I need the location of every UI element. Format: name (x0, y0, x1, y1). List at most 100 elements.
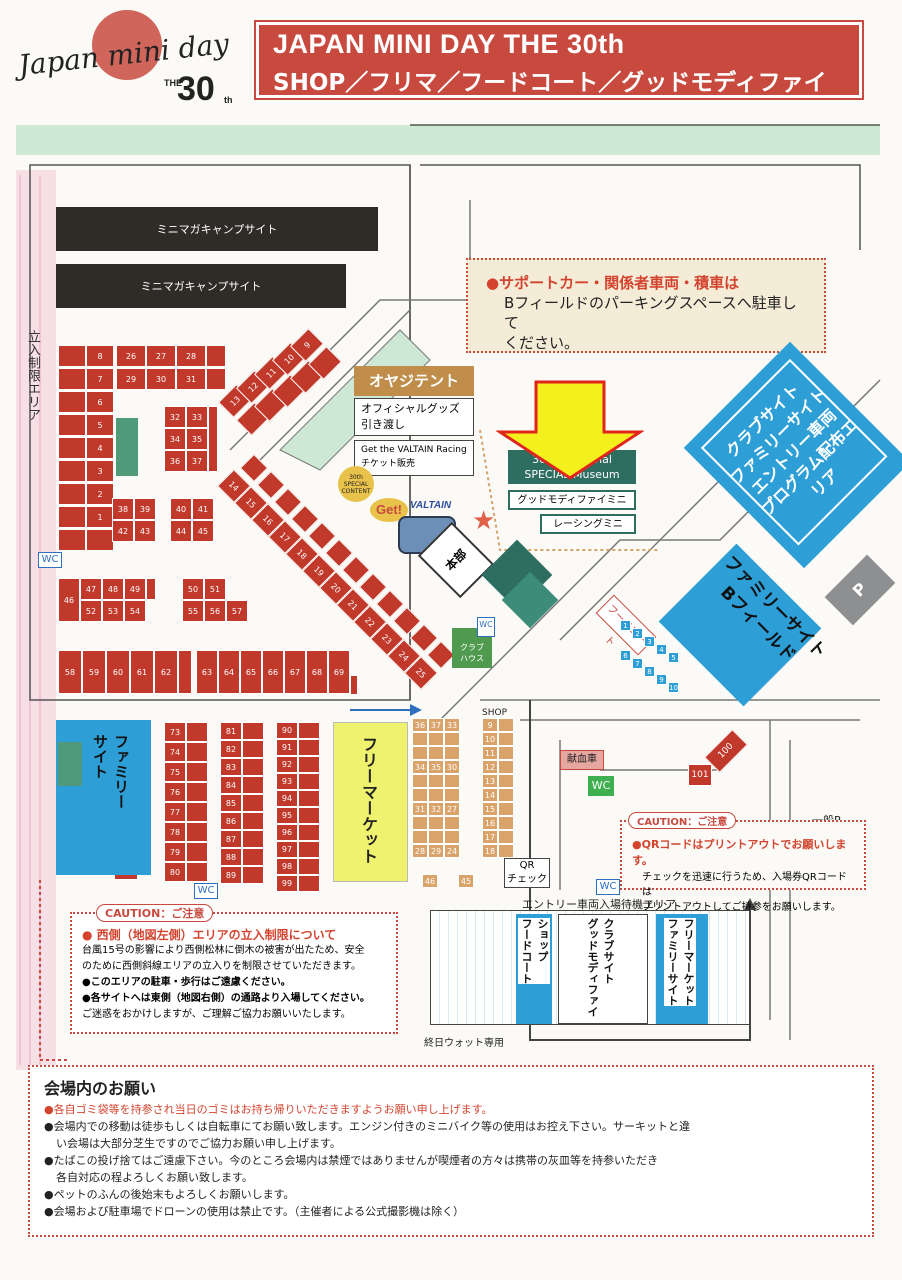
flea-market-label: フリーマーケット (359, 736, 378, 864)
flea-lot (428, 746, 444, 760)
blue-lot: 4 (656, 644, 667, 655)
entry-wait-label: エントリー車両入場待機エリア (522, 898, 676, 911)
arrow-down-icon (496, 380, 644, 480)
request-4: ●ペットのふんの後始末もよろしくお願いします。 (44, 1188, 295, 1201)
flea-lot (498, 788, 514, 802)
wc-left: WC (38, 552, 62, 568)
logo-circle (92, 10, 162, 80)
flea-lot: 14 (482, 788, 498, 802)
flea-lot: 29 (428, 844, 444, 858)
wc-green: WC (588, 776, 614, 796)
flea-lot (428, 732, 444, 746)
family-site-lower (56, 810, 111, 875)
logo-th: th (224, 95, 233, 105)
blue-lot: 5 (668, 652, 679, 663)
caution-west-b2: ●各サイトへは東側（地図右側）の通路より入場してください。 (82, 993, 370, 1004)
blue-lot: 8 (644, 666, 655, 677)
blood-donation-car: 献血車 (560, 750, 604, 770)
flea-lot: 46 (422, 874, 438, 888)
lane-club (558, 914, 648, 1024)
flea-lot (412, 732, 428, 746)
flea-lot (428, 830, 444, 844)
flea-lot (444, 788, 460, 802)
flea-lot (412, 816, 428, 830)
flea-lot: 28 (412, 844, 428, 858)
requests-title: 会場内のお願い (44, 1079, 157, 1098)
family-site-label: ファミリー サイト (91, 734, 130, 809)
oyaji-tent: オヤジテント (354, 366, 474, 396)
flea-lot: 45 (458, 874, 474, 888)
flea-lot: 27 (444, 802, 460, 816)
caution-west-box: ● 西側（地図左側）エリアの立入制限について 台風15号の影響により西側松林に倒… (70, 912, 398, 1034)
flea-lot: 35 (428, 760, 444, 774)
blue-lot: 2 (632, 628, 643, 639)
caution-west-body1: 台風15号の影響により西側松林に倒木の被害が出たため、安全 (82, 945, 365, 956)
flea-lot: 33 (444, 718, 460, 732)
blue-lot: 10 (668, 682, 679, 693)
flea-lot (498, 816, 514, 830)
blue-lot: 3 (644, 636, 655, 647)
page-title: JAPAN MINI DAY THE 30th (273, 29, 625, 59)
caution-qr-title: ●QRコードはプリントアウトでお願いします。 (632, 838, 847, 867)
requests-box: 会場内のお願い ●各自ゴミ袋等を持参され当日のゴミはお持ち帰りいただきますようお… (28, 1065, 874, 1237)
request-1: ●各自ゴミ袋等を持参され当日のゴミはお持ち帰りいただきますようお願い申し上げます… (44, 1103, 493, 1116)
caution-qr-box: ●QRコードはプリントアウトでお願いします。 チェックを迅速に行うため、入場券Q… (620, 820, 866, 913)
flea-lot (444, 816, 460, 830)
shop-label: SHOP (482, 708, 507, 718)
caution-west-b1: ●このエリアの駐車・歩行はご遠慮ください。 (82, 977, 291, 988)
flea-lot (498, 844, 514, 858)
flea-lot (444, 774, 460, 788)
flea-lot: 32 (428, 802, 444, 816)
flea-lot: 10 (482, 732, 498, 746)
caution-qr-label: CAUTION：ご注意 (628, 812, 737, 829)
flea-lot: 37 (428, 718, 444, 732)
blue-lot: 7 (632, 658, 643, 669)
racing-mini-box: レーシングミニ (540, 514, 636, 534)
flea-lot (498, 802, 514, 816)
star-icon: ★ (472, 506, 496, 536)
flea-lot: 15 (482, 802, 498, 816)
support-notice-body: Bフィールドのパーキングスペースへ駐車して ください。 (504, 294, 797, 352)
caution-qr-line2: チェックを迅速に行うため、入場券QRコードは (642, 872, 847, 898)
caution-west-label: CAUTION：ご注意 (96, 904, 214, 922)
camp-site-1: ミニマガキャンプサイト (56, 207, 378, 251)
logo-30: 30 (177, 70, 215, 108)
logo-the: THE (164, 78, 182, 88)
flea-market-area (333, 722, 408, 882)
flea-lot: 17 (482, 830, 498, 844)
lane-club-label: クラブサイト グッドモディファイ (586, 918, 615, 1017)
lot-101: 101 (688, 764, 712, 786)
flea-lot: 13 (482, 774, 498, 788)
support-notice-title: ●サポートカー・関係者車両・積車は (486, 274, 740, 292)
flea-lot (498, 732, 514, 746)
flea-lot: 12 (482, 760, 498, 774)
valtain-logo: VALTAIN (410, 500, 452, 511)
flea-lot: 31 (412, 802, 428, 816)
flea-lot: 18 (482, 844, 498, 858)
blue-lot: 6 (620, 650, 631, 661)
request-5: ●会場および駐車場でドローンの使用は禁止です。（主催者による公式撮影機は除く） (44, 1205, 465, 1218)
flea-lot: 34 (412, 760, 428, 774)
logo: Japan mini day THE 30 th (12, 8, 242, 113)
good-modify-mini-box: グッドモディファイミニ (508, 490, 636, 510)
flea-lot (498, 746, 514, 760)
flea-lot (498, 774, 514, 788)
flea-lot: 16 (482, 816, 498, 830)
official-goods-box: オフィシャルグッズ 引き渡し (354, 398, 474, 436)
wc-family: WC (194, 883, 218, 899)
caution-west-b3: ご迷惑をおかけしますが、ご理解ご協力お願いいたします。 (82, 1009, 351, 1020)
flea-lot (498, 718, 514, 732)
qr-check-box: QR チェック (504, 858, 550, 888)
club-house: クラブ ハウス (452, 628, 492, 668)
special-content-badge: 30th SPECIAL CONTENT (338, 466, 374, 502)
green-small-site (116, 418, 138, 476)
flea-lot (444, 830, 460, 844)
caution-west-body2: のために西側斜線エリアの立入りを制限させていただきます。 (82, 961, 361, 972)
blue-lot: 9 (656, 674, 667, 685)
flea-lot (498, 830, 514, 844)
caution-qr-line3: プリントアウトしてご持参をお願いします。 (642, 902, 841, 913)
restricted-area-label: 立入制限エリア (25, 330, 40, 421)
valtain-ticket-box: Get the VALTAIN Racing チケット販売 (354, 440, 474, 476)
